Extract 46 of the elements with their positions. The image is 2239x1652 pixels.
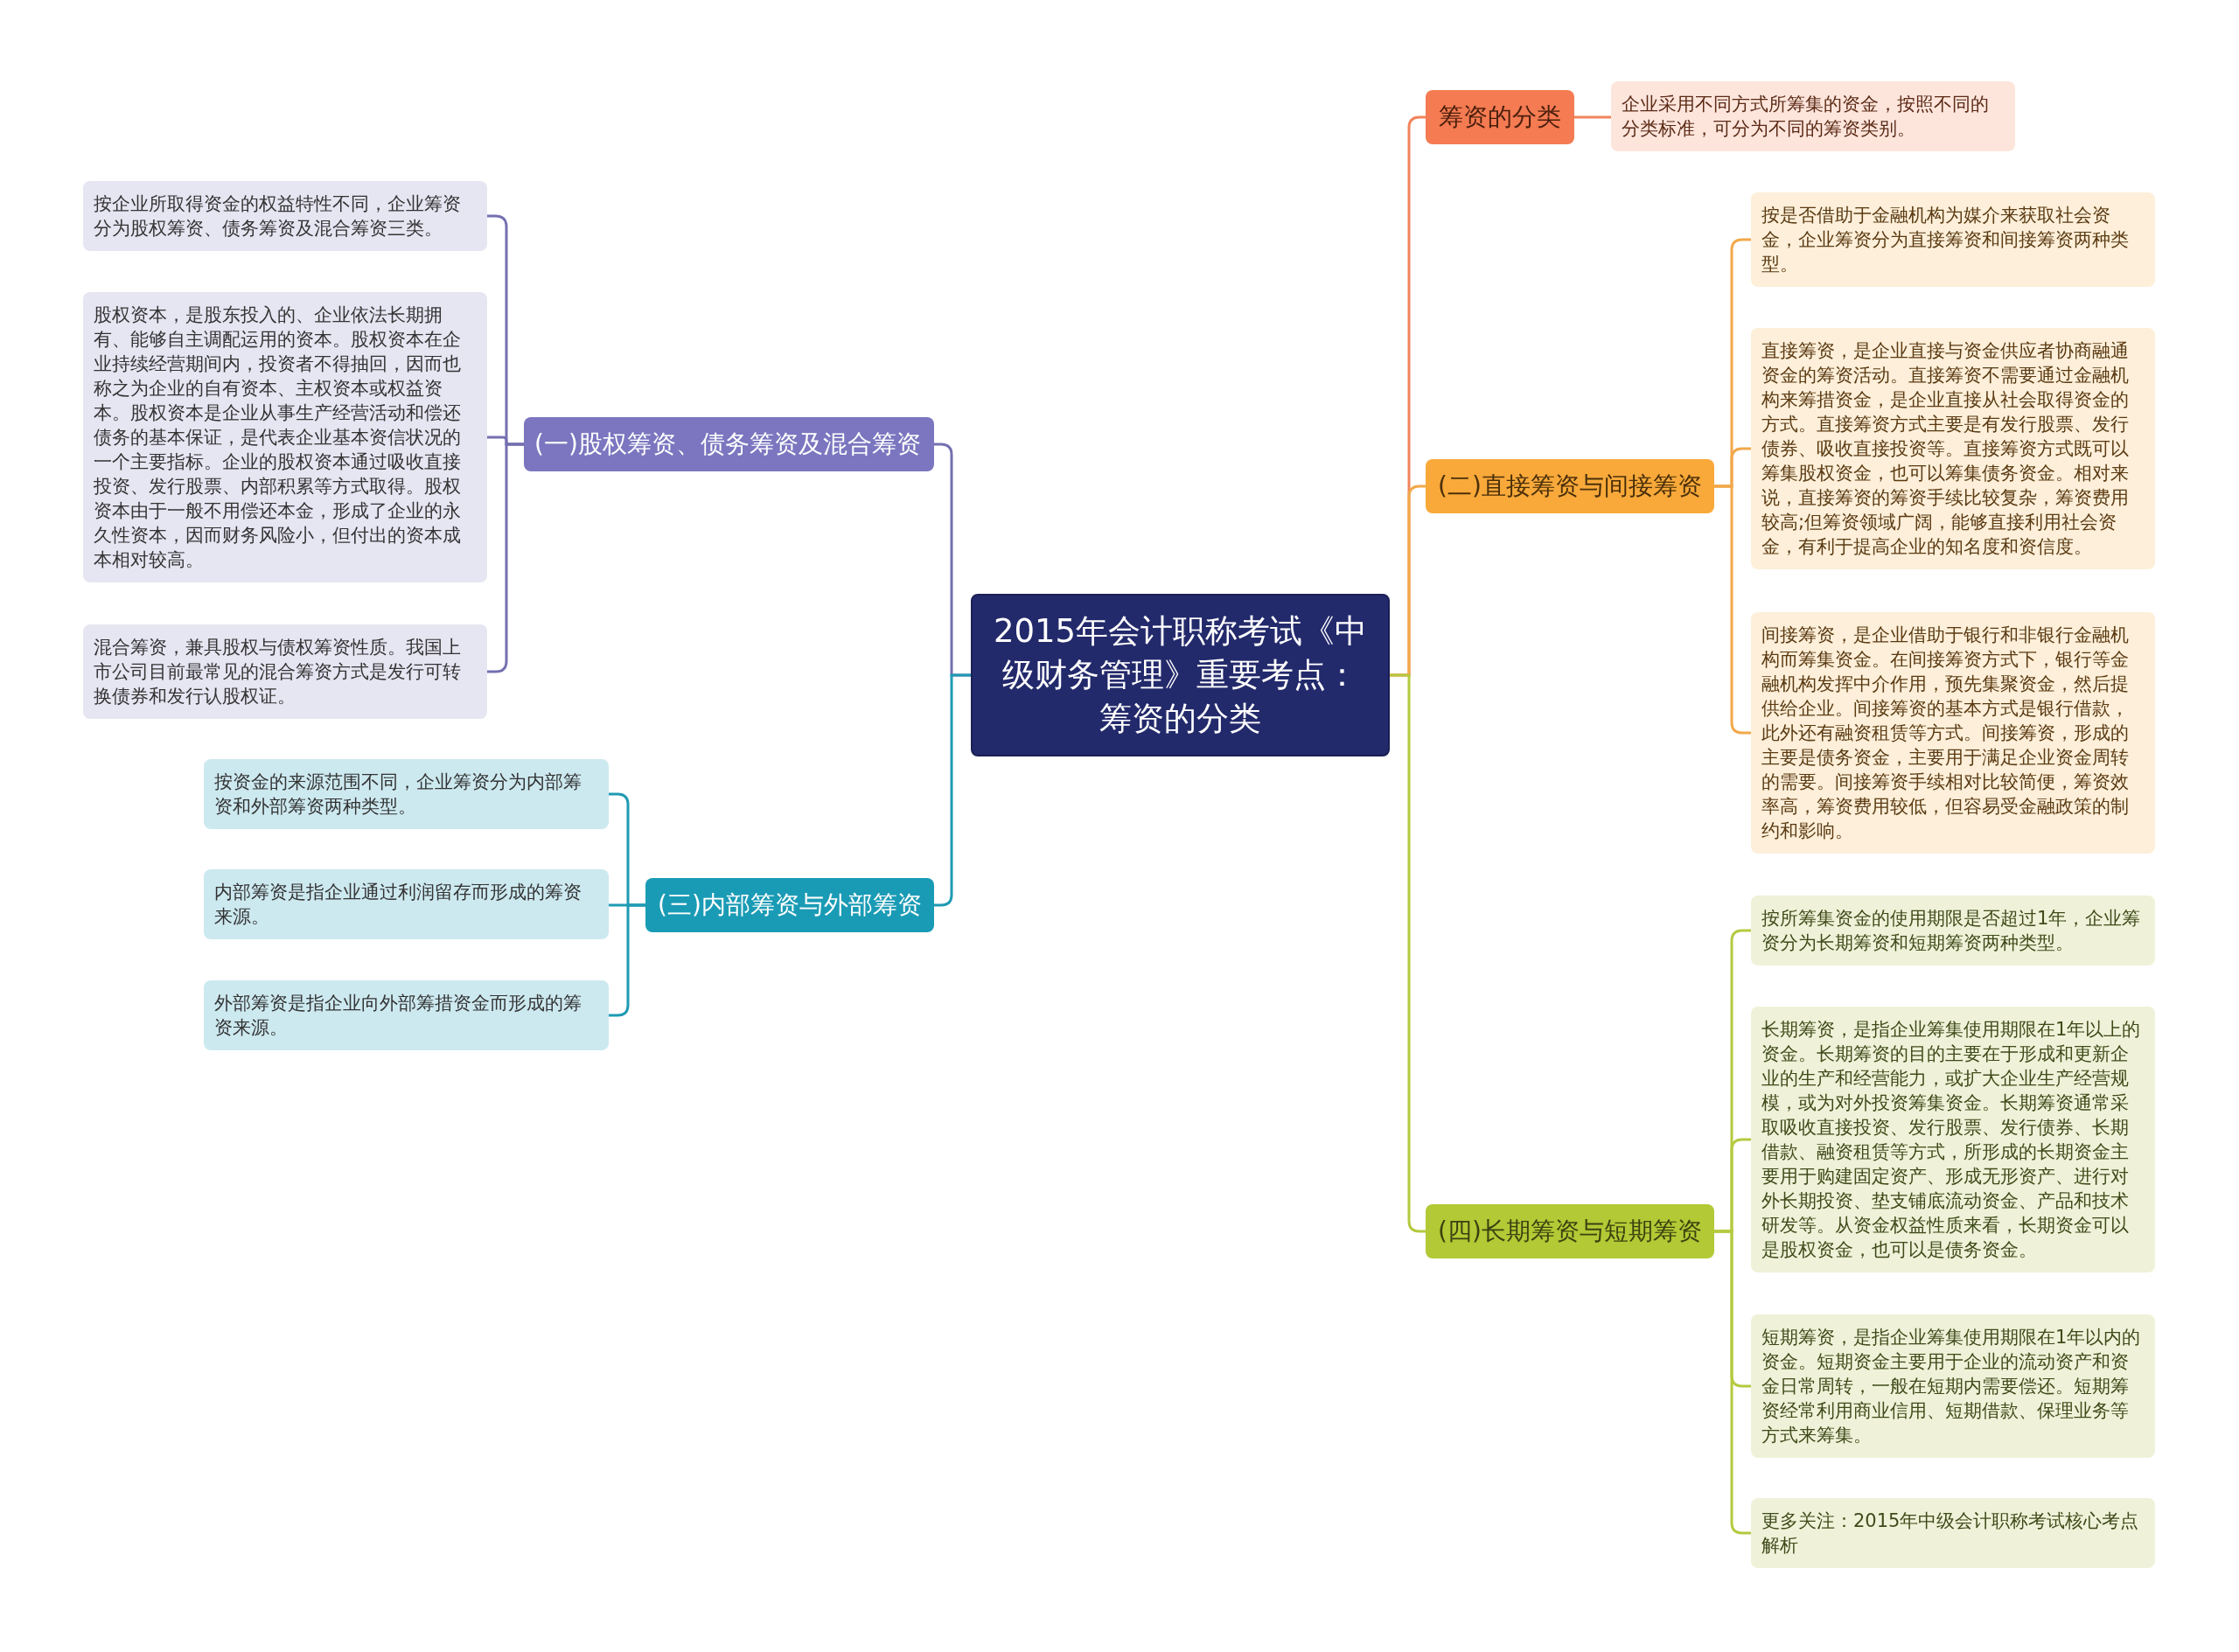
subtopic-box: [83, 181, 487, 251]
topic-text: 按是否借助于金融机构为媒介来获取社会资金，企业筹资分为直接筹资和间接筹资两种类型。: [1761, 204, 2130, 276]
subtopic-box: [1751, 1314, 2155, 1458]
topic-text: 按企业所取得资金的权益特性不同，企业筹资分为股权筹资、债务筹资及混合筹资三类。: [94, 192, 462, 240]
connector-line: [609, 903, 645, 1017]
subtopic-box: [204, 759, 609, 829]
connector-line: [1574, 115, 1611, 119]
topic-text: 混合筹资，兼具股权与债权筹资性质。我国上市公司目前最常见的混合筹资方式是发行可转换债券和发行认股权证。: [94, 636, 462, 708]
topic-text: 更多关注：2015年中级会计职称考试核心考点解析: [1761, 1509, 2140, 1558]
connector-line: [1714, 484, 1751, 735]
topic-text: 按资金的来源范围不同，企业筹资分为内部筹资和外部筹资两种类型。: [214, 770, 582, 819]
topic-text: 股权资本，是股东投入的、企业依法长期拥有、能够自主调配运用的资本。股权资本在企业持续经营期间内，投资者不得抽回，因而也称之为企业的自有资本、主权资本或权益资本。股权资本是企业从事生产经营活动和偿还债务的基本保证，是代表企业基本资信状况的一个主要指标。企业的股权资本通过吸收直接投资、发行股票、内部积累等方式取得。股权资本由于一般不用偿还本金，形成了企业的永久性资本，因而财务风险小，但付出的资本成本相对较高。: [94, 303, 462, 572]
subtopic-box: [204, 980, 609, 1050]
topic-text: 短期筹资，是指企业筹集使用期限在1年以内的资金。短期资金主要用于企业的流动资产和资金日常周转，一般在短期内需要偿还。短期筹资经常利用商业信用、短期借款、保理业务等方式来筹集。: [1761, 1326, 2142, 1447]
subtopic-box: [83, 624, 487, 719]
topic-text: (二)直接筹资与间接筹资: [1437, 471, 1703, 502]
connector-line: [487, 443, 524, 673]
connector-line: [1714, 1230, 1751, 1535]
branch-topic-box: [524, 417, 934, 471]
connector-line: [934, 673, 971, 907]
connector-line: [1390, 673, 1426, 1233]
topic-text: 长期筹资，是指企业筹集使用期限在1年以上的资金。长期筹资的目的主要在于形成和更新企业的生产和经营能力，或扩大企业生产经营规模，或为对外投资筹集资金。长期筹资通常采取吸收直接投资、发行股票、发行债券、长期借款、融资租赁等方式，所形成的长期资金主要用于购建固定资产、形成无形资产、进行对外长期投资、垫支铺底流动资金、产品和技术研发等。从资金权益性质来看，长期资金可以是股权资金，也可以是债务资金。: [1761, 1018, 2142, 1262]
branch-topic-box: [1426, 90, 1574, 144]
subtopic-box: [1751, 1498, 2155, 1568]
topic-text: 内部筹资是指企业通过利润留存而形成的筹资来源。: [214, 881, 582, 929]
subtopic-box: [1751, 896, 2155, 965]
topic-text: 直接筹资，是企业直接与资金供应者协商融通资金的筹资活动。直接筹资不需要通过金融机构来筹措资金，是企业直接从社会取得资金的方式。直接筹资方式主要是有发行股票、发行债券、吸收直接投资等。直接筹资方式既可以筹集股权资金，也可以筹集债务资金。相对来说，直接筹资的筹资手续比较复杂，筹资费用较高;但筹资领域广阔，能够直接利用社会资金，有利于提高企业的知名度和资信度。: [1761, 339, 2130, 559]
topic-text: 外部筹资是指企业向外部筹措资金而形成的筹资来源。: [214, 992, 582, 1040]
topic-text: 企业采用不同方式所筹集的资金，按照不同的分类标准，可分为不同的筹资类别。: [1622, 93, 1990, 141]
topic-text: (一)股权筹资、债务筹资及混合筹资: [534, 429, 922, 460]
topic-text: 2015年会计职称考试《中级财务管理》重要考点：筹资的分类: [992, 611, 1369, 739]
subtopic-box: [1611, 81, 2015, 151]
subtopic-box: [204, 869, 609, 939]
branch-topic-box: [645, 878, 934, 932]
subtopic-box: [1751, 192, 2155, 287]
branch-topic-box: [1426, 1204, 1714, 1258]
topic-text: 间接筹资，是企业借助于银行和非银行金融机构而筹集资金。在间接筹资方式下，银行等金融机构发挥中介作用，预先集聚资金，然后提供给企业。间接筹资的基本方式是银行借款，此外还有融资租赁等方式。间接筹资，形成的主要是债务资金，主要用于满足企业资金周转的需要。间接筹资手续相对比较简便，筹资效率高，筹资费用较低，但容易受金融政策的制约和影响。: [1761, 624, 2130, 843]
branch-topic-box: [1426, 459, 1714, 513]
topic-text: (三)内部筹资与外部筹资: [657, 889, 923, 921]
subtopic-box: [1751, 328, 2155, 569]
topic-text: (四)长期筹资与短期筹资: [1437, 1216, 1703, 1247]
subtopic-box: [83, 292, 487, 582]
subtopic-box: [1751, 612, 2155, 854]
central-topic-box: [971, 594, 1390, 756]
topic-text: 按所筹集资金的使用期限是否超过1年，企业筹资分为长期筹资和短期筹资两种类型。: [1761, 907, 2142, 955]
topic-text: 筹资的分类: [1438, 101, 1562, 133]
